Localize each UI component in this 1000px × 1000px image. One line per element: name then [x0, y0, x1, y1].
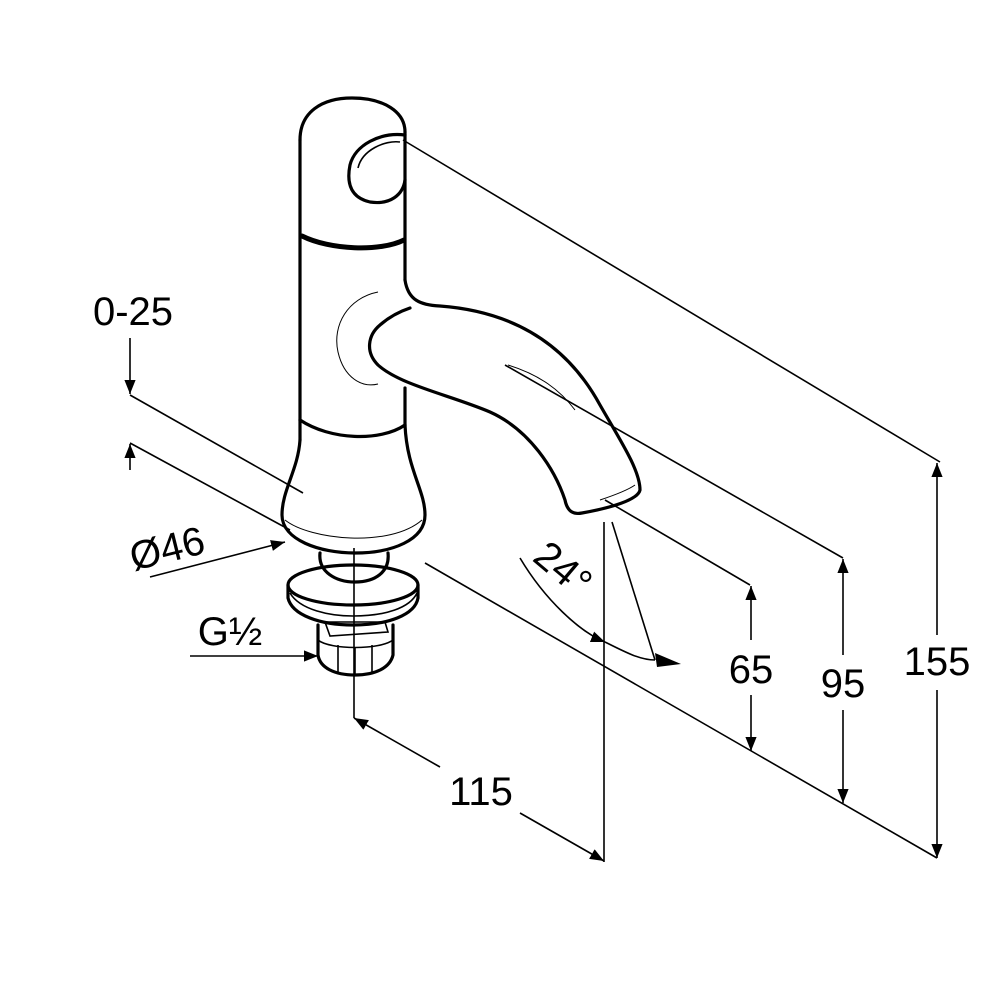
spout-height-label: 95	[821, 662, 866, 706]
total-height-label: 155	[904, 640, 971, 684]
outlet-height-label: 65	[729, 648, 774, 692]
projection-label: 115	[449, 770, 513, 814]
spout-angle-label: 24°	[525, 533, 600, 606]
dimension-deck-thickness: 0-25	[93, 290, 173, 470]
dimension-total-height: 155	[904, 463, 971, 858]
dimension-outlet-height: 65	[729, 586, 774, 751]
dimension-spout-height: 95	[821, 559, 866, 803]
faucet-body	[280, 96, 642, 677]
thread-label: G½	[198, 610, 262, 654]
dimension-base-diameter: Ø46	[125, 519, 286, 580]
deck-thickness-label: 0-25	[93, 290, 173, 334]
dimension-spout-angle: 24°	[519, 521, 681, 667]
dimension-projection: 115	[353, 717, 605, 862]
extension-lines	[129, 139, 941, 862]
base-diameter-label: Ø46	[125, 519, 209, 580]
dimension-thread: G½	[190, 610, 318, 662]
